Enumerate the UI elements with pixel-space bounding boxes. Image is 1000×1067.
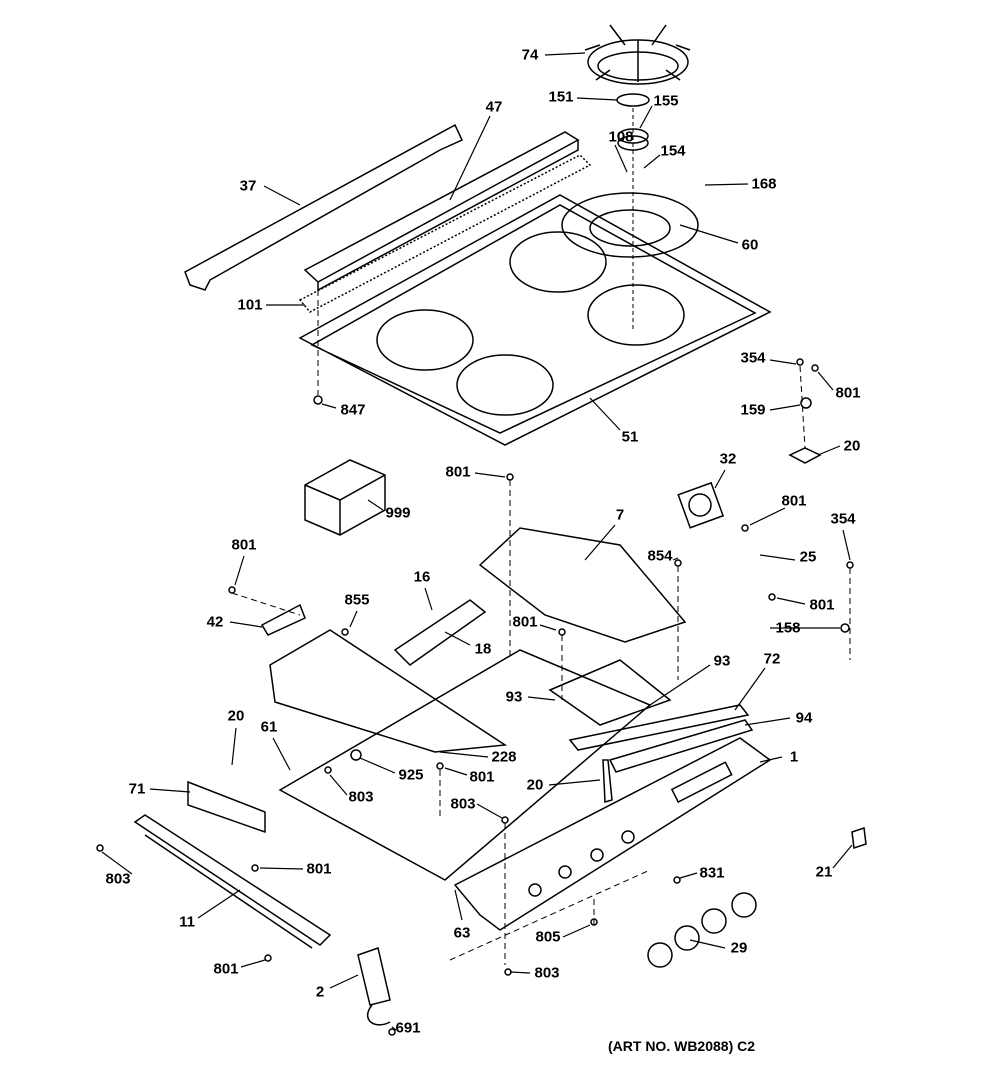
callout-16: 16 xyxy=(413,568,431,586)
burner-cap xyxy=(616,93,650,107)
callout-354: 354 xyxy=(740,349,766,367)
callout-158: 158 xyxy=(775,619,801,637)
callout-20: 20 xyxy=(526,776,544,794)
callout-801: 801 xyxy=(306,860,332,878)
rail-11 xyxy=(133,814,332,949)
callout-42: 42 xyxy=(206,613,224,631)
callout-25: 25 xyxy=(799,548,817,566)
callout-61: 61 xyxy=(260,718,278,736)
callout-2: 2 xyxy=(315,983,325,1001)
bracket-20b xyxy=(602,759,613,803)
callout-74: 74 xyxy=(521,46,539,64)
art-number: (ART NO. WB2088) C2 xyxy=(608,1038,756,1054)
callout-72: 72 xyxy=(763,650,781,668)
callout-801: 801 xyxy=(809,596,835,614)
callout-159: 159 xyxy=(740,401,766,419)
callout-855: 855 xyxy=(344,591,370,609)
control-board xyxy=(393,599,487,666)
parts-box xyxy=(304,459,386,536)
callout-37: 37 xyxy=(239,177,257,195)
callout-18: 18 xyxy=(474,640,492,658)
callout-108: 108 xyxy=(608,128,634,146)
insulation xyxy=(298,154,592,313)
callout-63: 63 xyxy=(453,924,471,942)
callout-20: 20 xyxy=(843,437,861,455)
trim-94 xyxy=(608,719,754,773)
trim-71 xyxy=(187,780,266,834)
callout-854: 854 xyxy=(647,547,673,565)
callout-93: 93 xyxy=(505,688,523,706)
callout-228: 228 xyxy=(491,748,517,766)
callout-803: 803 xyxy=(534,964,560,982)
bottom-panel xyxy=(278,649,652,881)
control-panel xyxy=(453,737,772,931)
callout-155: 155 xyxy=(653,92,679,110)
callout-29: 29 xyxy=(730,939,748,957)
callout-51: 51 xyxy=(621,428,639,446)
callout-999: 999 xyxy=(385,504,411,522)
callout-831: 831 xyxy=(699,864,725,882)
bracket-2 xyxy=(357,947,391,1006)
callout-801: 801 xyxy=(835,384,861,402)
duct-72 xyxy=(568,704,750,751)
cooktop xyxy=(298,194,772,446)
callout-71: 71 xyxy=(128,780,146,798)
callout-691: 691 xyxy=(395,1019,421,1037)
callout-154: 154 xyxy=(660,142,686,160)
callout-93: 93 xyxy=(713,652,731,670)
callout-21: 21 xyxy=(815,863,833,881)
callout-168: 168 xyxy=(751,175,777,193)
heat-shield xyxy=(269,629,508,753)
callout-801: 801 xyxy=(512,613,538,631)
callout-801: 801 xyxy=(781,492,807,510)
callout-847: 847 xyxy=(340,401,366,419)
callout-11: 11 xyxy=(179,913,195,931)
switch-21 xyxy=(851,826,867,850)
callout-801: 801 xyxy=(469,768,495,786)
callout-32: 32 xyxy=(719,450,737,468)
side-trim xyxy=(184,123,463,291)
burner-grate xyxy=(584,24,691,85)
bracket-42 xyxy=(260,603,306,636)
upper-panel xyxy=(478,527,687,643)
callout-354: 354 xyxy=(830,510,856,528)
vent-trim xyxy=(303,131,580,292)
callout-101: 101 xyxy=(237,296,263,314)
bracket-20 xyxy=(788,447,822,464)
knobs xyxy=(647,892,757,968)
callout-803: 803 xyxy=(105,870,131,888)
callout-7: 7 xyxy=(615,506,625,524)
callout-151: 151 xyxy=(548,88,574,106)
fan xyxy=(677,481,725,529)
callout-1: 1 xyxy=(789,748,799,766)
callout-801: 801 xyxy=(445,463,471,481)
callout-803: 803 xyxy=(348,788,374,806)
callout-803: 803 xyxy=(450,795,476,813)
burner-pan xyxy=(561,192,699,258)
callout-94: 94 xyxy=(795,709,813,727)
callout-801: 801 xyxy=(231,536,257,554)
callout-805: 805 xyxy=(535,928,561,946)
callout-20: 20 xyxy=(227,707,245,725)
callout-47: 47 xyxy=(485,98,503,116)
callout-925: 925 xyxy=(398,766,424,784)
duct-93 xyxy=(548,659,672,726)
callout-801: 801 xyxy=(213,960,239,978)
callout-60: 60 xyxy=(741,236,759,254)
